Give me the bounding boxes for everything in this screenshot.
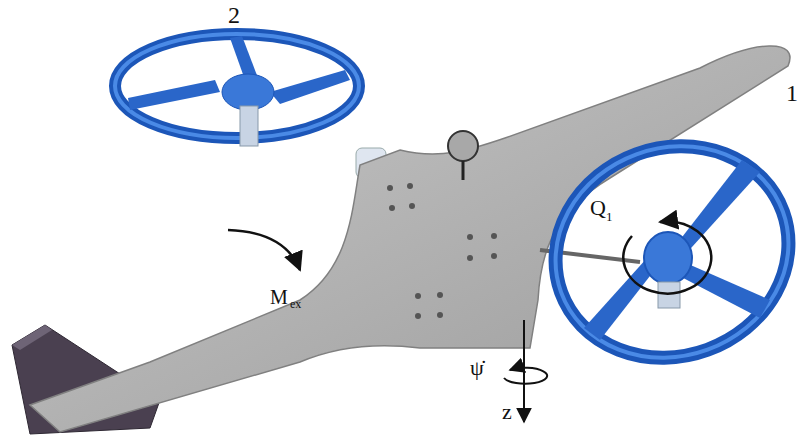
callout-number: 2 xyxy=(228,2,240,28)
moment-arrow xyxy=(228,230,300,270)
z-axis xyxy=(523,320,525,422)
yaw-rate-symbol: ψ̇ xyxy=(470,356,484,380)
subscript: 1 xyxy=(606,210,613,224)
torque-symbol: Q xyxy=(590,196,606,220)
propeller-1 xyxy=(526,114,806,390)
propeller-2 xyxy=(115,34,359,146)
axis-label: z xyxy=(502,400,512,424)
bolt-holes xyxy=(387,183,497,319)
tail-fin-edge xyxy=(12,325,52,350)
subscript: ex xyxy=(290,298,301,311)
callout-number: 1 xyxy=(786,80,798,106)
moment-symbol: M xyxy=(270,286,288,308)
yaw-arrow xyxy=(504,368,547,384)
body-plate xyxy=(30,46,790,432)
pivot-point xyxy=(448,131,478,180)
torque-arrow xyxy=(623,222,711,294)
